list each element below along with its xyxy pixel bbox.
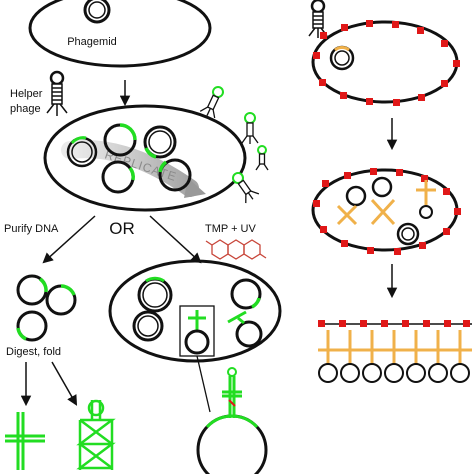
crosslinked-cell [108, 259, 282, 363]
replication-cell: REPLICATE [43, 104, 247, 212]
helper-phage-label-line1: Helper [10, 88, 43, 100]
phagemid-label: Phagemid [67, 36, 117, 48]
tmp-molecule-icon [205, 239, 267, 260]
zoomed-cruciform [196, 367, 268, 474]
purify-dna-label: Purify DNA [4, 223, 59, 235]
purified-dna [16, 274, 77, 342]
aligned-cruciform-array [318, 320, 472, 383]
zoom-line [196, 355, 211, 413]
phage-with-coat-proteins [311, 20, 460, 106]
green-cruciform [5, 412, 45, 470]
phage-particles [199, 86, 269, 204]
crosslinked-phage [311, 168, 461, 255]
helper-phage-label-line2: phage [10, 103, 41, 115]
display-phage-icon [308, 0, 328, 38]
green-origami-structure [76, 399, 116, 470]
digest-fold-label: Digest, fold [6, 346, 61, 358]
arrow-to-crosslink [149, 215, 202, 264]
or-label: OR [109, 219, 135, 238]
phagemid-cell: Phagemid [28, 0, 212, 68]
arrow-to-purify [42, 215, 96, 264]
tmp-uv-label: TMP + UV [205, 223, 257, 235]
arrow-to-origami [51, 361, 78, 406]
helper-phage-icon [46, 70, 68, 116]
